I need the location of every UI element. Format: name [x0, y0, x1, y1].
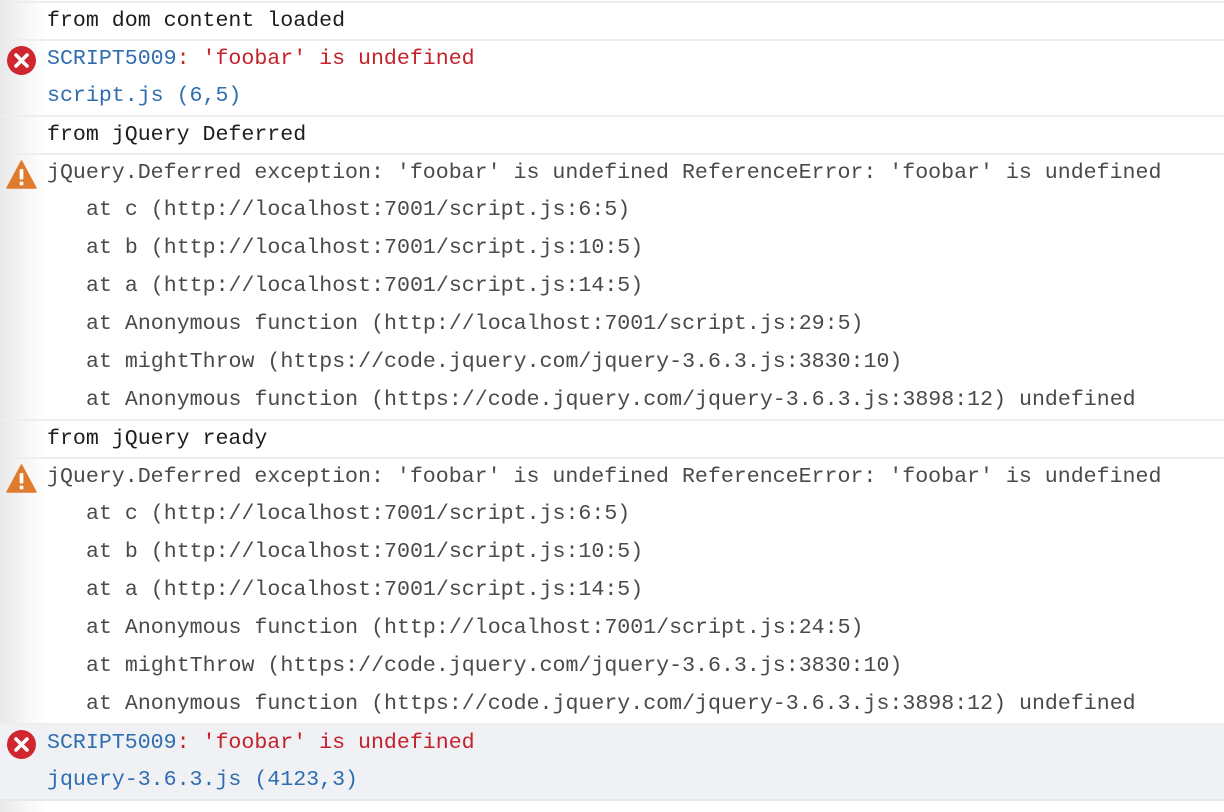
stack-frame[interactable]: at Anonymous function (https://code.jque… [86, 388, 1136, 412]
stack-frame[interactable]: at b (http://localhost:7001/script.js:10… [86, 236, 644, 260]
stack-frame[interactable]: at c (http://localhost:7001/script.js:6:… [86, 502, 631, 526]
console-log-entry[interactable]: from jQuery ready [0, 419, 1224, 457]
error-code[interactable]: SCRIPT5009 [47, 731, 177, 755]
error-separator: : [176, 47, 203, 71]
stack-frame[interactable]: at a (http://localhost:7001/script.js:14… [86, 274, 644, 298]
stack-frame[interactable]: at Anonymous function (https://code.jque… [86, 692, 1136, 716]
console-log-entry[interactable]: from jQuery Deferred [0, 115, 1224, 153]
stack-frame[interactable]: at b (http://localhost:7001/script.js:10… [86, 540, 644, 564]
error-source-link[interactable]: jquery-3.6.3.js (4123,3) [47, 768, 359, 792]
log-message: from dom content loaded [47, 9, 346, 33]
warning-icon [6, 159, 37, 190]
console-warning-entry[interactable]: jQuery.Deferred exception: 'foobar' is u… [0, 153, 1224, 419]
console-log-entry[interactable]: from dom content loaded [0, 1, 1224, 39]
stack-frame[interactable]: at mightThrow (https://code.jquery.com/j… [86, 654, 903, 678]
log-message: from jQuery Deferred [47, 123, 307, 147]
stack-frame[interactable]: at Anonymous function (http://localhost:… [86, 312, 864, 336]
console-error-entry[interactable]: SCRIPT5009: 'foobar' is undefined script… [0, 39, 1224, 115]
error-message: 'foobar' is undefined [202, 731, 475, 755]
warning-icon [6, 463, 37, 494]
error-separator: : [176, 731, 203, 755]
warning-message: jQuery.Deferred exception: 'foobar' is u… [47, 465, 1162, 489]
log-message: from jQuery ready [47, 427, 268, 451]
warning-message: jQuery.Deferred exception: 'foobar' is u… [47, 161, 1162, 185]
stack-frame[interactable]: at Anonymous function (http://localhost:… [86, 616, 864, 640]
stack-frame[interactable]: at a (http://localhost:7001/script.js:14… [86, 578, 644, 602]
error-icon [6, 729, 37, 760]
stack-frame[interactable]: at c (http://localhost:7001/script.js:6:… [86, 198, 631, 222]
error-icon [6, 45, 37, 76]
console-error-entry-selected[interactable]: SCRIPT5009: 'foobar' is undefined jquery… [0, 723, 1224, 801]
error-code[interactable]: SCRIPT5009 [47, 47, 177, 71]
console-warning-entry[interactable]: jQuery.Deferred exception: 'foobar' is u… [0, 457, 1224, 723]
stack-frame[interactable]: at mightThrow (https://code.jquery.com/j… [86, 350, 903, 374]
error-message: 'foobar' is undefined [202, 47, 475, 71]
error-source-link[interactable]: script.js (6,5) [47, 84, 242, 108]
